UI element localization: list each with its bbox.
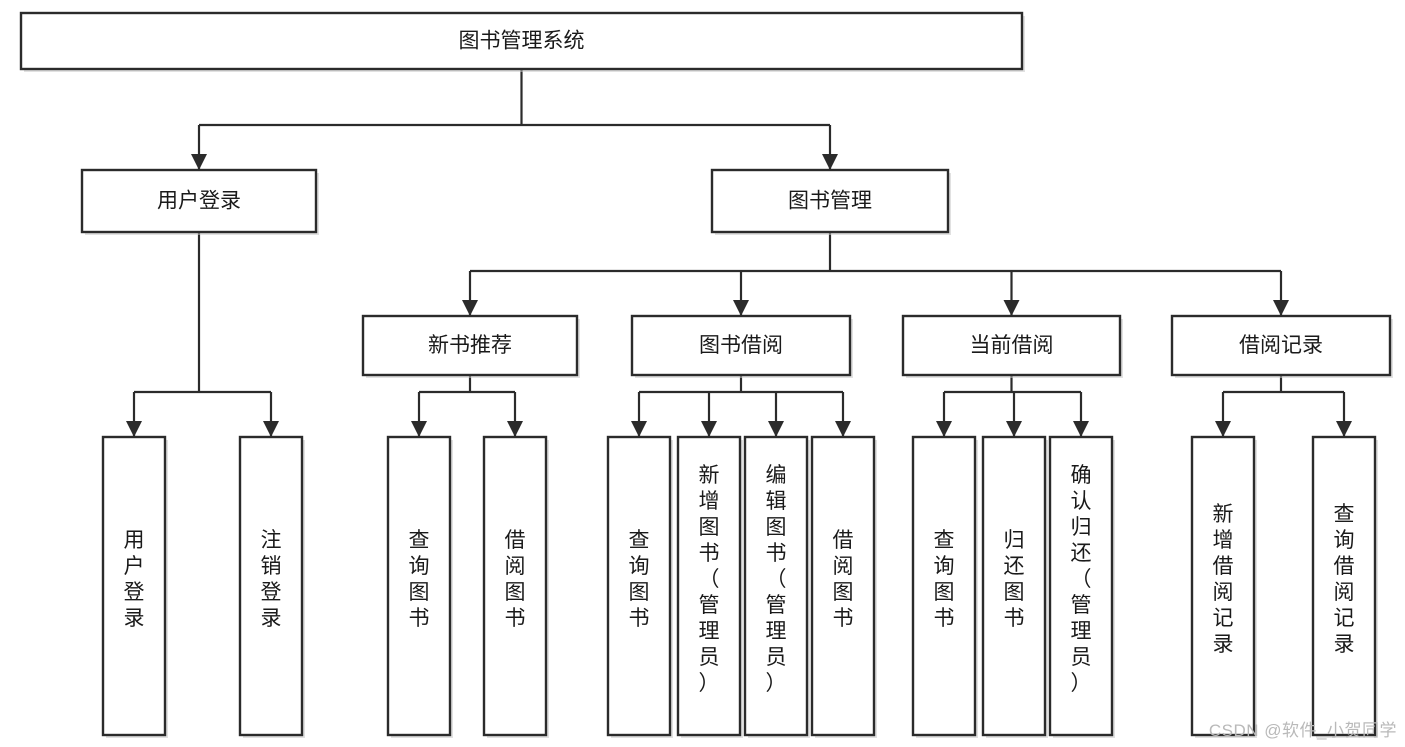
node-leaf-query-record[interactable]: 查询借阅记录: [1311, 435, 1378, 738]
node-leaf-query-book-current[interactable]: 查询图书: [911, 435, 978, 738]
node-rect[interactable]: [19, 11, 1024, 71]
node-root[interactable]: 图书管理系统: [19, 11, 1025, 72]
arrow-head-icon: [411, 421, 427, 437]
arrow-head-icon: [1336, 421, 1352, 437]
node-rect[interactable]: [676, 435, 742, 737]
node-leaf-confirm-return[interactable]: 确认归还（管理员）: [1048, 435, 1115, 738]
node-rect[interactable]: [981, 435, 1047, 737]
node-rect[interactable]: [630, 314, 852, 377]
edge-group-book-borrow: [631, 375, 851, 437]
node-rect[interactable]: [606, 435, 672, 737]
node-leaf-user-logout[interactable]: 注销登录: [238, 435, 305, 738]
node-label: 新增图书（管理员）: [699, 464, 720, 695]
arrow-head-icon: [263, 421, 279, 437]
node-leaf-user-login[interactable]: 用户登录: [101, 435, 168, 738]
node-rect[interactable]: [101, 435, 167, 737]
node-book-manage[interactable]: 图书管理: [710, 168, 951, 235]
node-rect[interactable]: [1170, 314, 1392, 377]
node-label: 当前借阅: [970, 334, 1054, 357]
arrow-head-icon: [1273, 300, 1289, 316]
node-label: 编辑图书（管理员）: [766, 464, 787, 695]
node-label: 新增借阅记录: [1213, 503, 1234, 656]
arrow-head-icon: [701, 421, 717, 437]
node-new-book-recommend[interactable]: 新书推荐: [361, 314, 580, 378]
node-label: 图书管理: [788, 190, 872, 213]
node-label: 查询借阅记录: [1334, 503, 1355, 656]
node-label: 查询图书: [629, 529, 650, 630]
edge-group-borrow-record: [1215, 375, 1352, 437]
node-label: 图书管理系统: [459, 30, 585, 53]
arrow-head-icon: [936, 421, 952, 437]
node-leaf-add-book[interactable]: 新增图书（管理员）: [676, 435, 743, 738]
connector-layer: [126, 69, 1352, 437]
node-leaf-query-book-borrow[interactable]: 查询图书: [606, 435, 673, 738]
arrow-head-icon: [462, 300, 478, 316]
node-rect[interactable]: [901, 314, 1122, 377]
edge-group-root: [191, 69, 838, 170]
arrow-head-icon: [631, 421, 647, 437]
node-leaf-edit-book[interactable]: 编辑图书（管理员）: [743, 435, 810, 738]
arrow-head-icon: [768, 421, 784, 437]
node-label: 归还图书: [1004, 529, 1025, 630]
node-rect[interactable]: [361, 314, 579, 377]
edge-group-book-manage: [462, 232, 1289, 316]
node-label: 新书推荐: [428, 334, 512, 357]
node-rect[interactable]: [238, 435, 304, 737]
node-label: 借阅记录: [1239, 334, 1323, 357]
node-label: 用户登录: [124, 529, 145, 630]
node-label: 确认归还（管理员）: [1071, 464, 1092, 695]
node-label: 借阅图书: [505, 529, 526, 630]
arrow-head-icon: [1215, 421, 1231, 437]
node-rect[interactable]: [743, 435, 809, 737]
watermark-text: CSDN @软件_小贺同学: [1208, 721, 1397, 740]
node-label: 用户登录: [157, 190, 241, 213]
node-leaf-borrow-book-rec[interactable]: 借阅图书: [482, 435, 549, 738]
node-leaf-query-book-rec[interactable]: 查询图书: [386, 435, 453, 738]
edge-group-new-book-recommend: [411, 375, 523, 437]
node-rect[interactable]: [810, 435, 876, 737]
node-rect[interactable]: [482, 435, 548, 737]
node-rect[interactable]: [1048, 435, 1114, 737]
node-rect[interactable]: [911, 435, 977, 737]
node-book-borrow[interactable]: 图书借阅: [630, 314, 853, 378]
edge-group-user-login: [126, 232, 279, 437]
node-label: 借阅图书: [833, 529, 854, 630]
node-rect[interactable]: [1190, 435, 1256, 737]
node-label: 查询图书: [934, 529, 955, 630]
arrow-head-icon: [733, 300, 749, 316]
arrow-head-icon: [1006, 421, 1022, 437]
arrow-head-icon: [822, 154, 838, 170]
edge-group-current-borrow: [936, 375, 1089, 437]
arrow-head-icon: [1073, 421, 1089, 437]
node-rect[interactable]: [1311, 435, 1377, 737]
arrow-head-icon: [1003, 300, 1020, 316]
arrow-head-icon: [191, 154, 207, 170]
node-label: 图书借阅: [699, 334, 783, 357]
arrow-head-icon: [507, 421, 523, 437]
node-leaf-add-record[interactable]: 新增借阅记录: [1190, 435, 1257, 738]
node-rect[interactable]: [80, 168, 318, 234]
node-current-borrow[interactable]: 当前借阅: [901, 314, 1123, 378]
node-rect[interactable]: [710, 168, 950, 234]
node-rect[interactable]: [386, 435, 452, 737]
node-leaf-return-book[interactable]: 归还图书: [981, 435, 1048, 738]
node-borrow-record[interactable]: 借阅记录: [1170, 314, 1393, 378]
node-label: 查询图书: [409, 529, 430, 630]
arrow-head-icon: [126, 421, 142, 437]
node-user-login[interactable]: 用户登录: [80, 168, 319, 235]
arrow-head-icon: [835, 421, 851, 437]
node-layer: 图书管理系统用户登录图书管理新书推荐图书借阅当前借阅借阅记录用户登录注销登录查询…: [19, 11, 1393, 738]
node-label: 注销登录: [261, 529, 282, 630]
node-leaf-borrow-book[interactable]: 借阅图书: [810, 435, 877, 738]
